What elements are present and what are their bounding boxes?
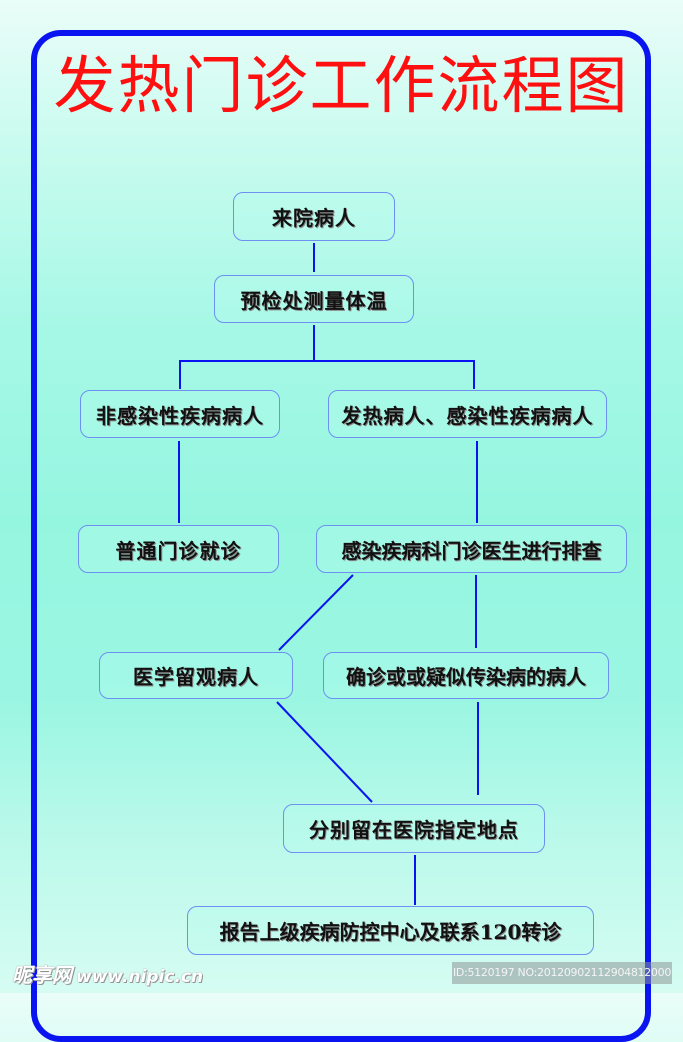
node-designated-location: 分别留在医院指定地点 xyxy=(283,804,545,853)
node-report-and-transfer: 报告上级疾病防控中心及联系120转诊 xyxy=(187,906,594,955)
node-label: 来院病人 xyxy=(272,206,356,230)
watermark-brand-name: 昵享网 xyxy=(12,963,72,987)
node-triage-temperature: 预检处测量体温 xyxy=(214,275,414,323)
node-fever-infectious-patients: 发热病人、感染性疾病病人 xyxy=(328,390,607,438)
node-confirmed-suspected: 确诊或或疑似传染病的病人 xyxy=(323,652,609,699)
node-label: 确诊或或疑似传染病的病人 xyxy=(346,665,586,689)
node-observation-patients: 医学留观病人 xyxy=(99,652,293,699)
connectors xyxy=(178,243,479,905)
node-label: 非感染性疾病病人 xyxy=(96,403,264,428)
node-label: 报告上级疾病防控中心及联系120转诊 xyxy=(219,920,562,944)
edge-split-branches xyxy=(179,360,475,389)
page-title: 发热门诊工作流程图 xyxy=(53,49,630,122)
watermark-url: www.nipic.cn xyxy=(76,967,204,987)
node-label: 分别留在医院指定地点 xyxy=(309,818,519,842)
edge-n7-n9 xyxy=(276,701,373,803)
node-label: 发热病人、感染性疾病病人 xyxy=(341,403,594,428)
node-incoming-patients: 来院病人 xyxy=(233,192,395,241)
node-label: 医学留观病人 xyxy=(133,665,259,689)
edge-n6-n7 xyxy=(278,574,354,651)
node-label: 普通门诊就诊 xyxy=(115,538,242,563)
node-label: 预检处测量体温 xyxy=(240,288,388,313)
node-non-infectious-patients: 非感染性疾病病人 xyxy=(80,390,280,438)
node-infectious-dept-screening: 感染疾病科门诊医生进行排查 xyxy=(316,525,627,573)
node-label: 感染疾病科门诊医生进行排查 xyxy=(341,538,602,563)
node-general-outpatient: 普通门诊就诊 xyxy=(78,525,279,573)
watermark-id-bar: ID:5120197 NO:20120902112904812000 xyxy=(452,962,672,984)
